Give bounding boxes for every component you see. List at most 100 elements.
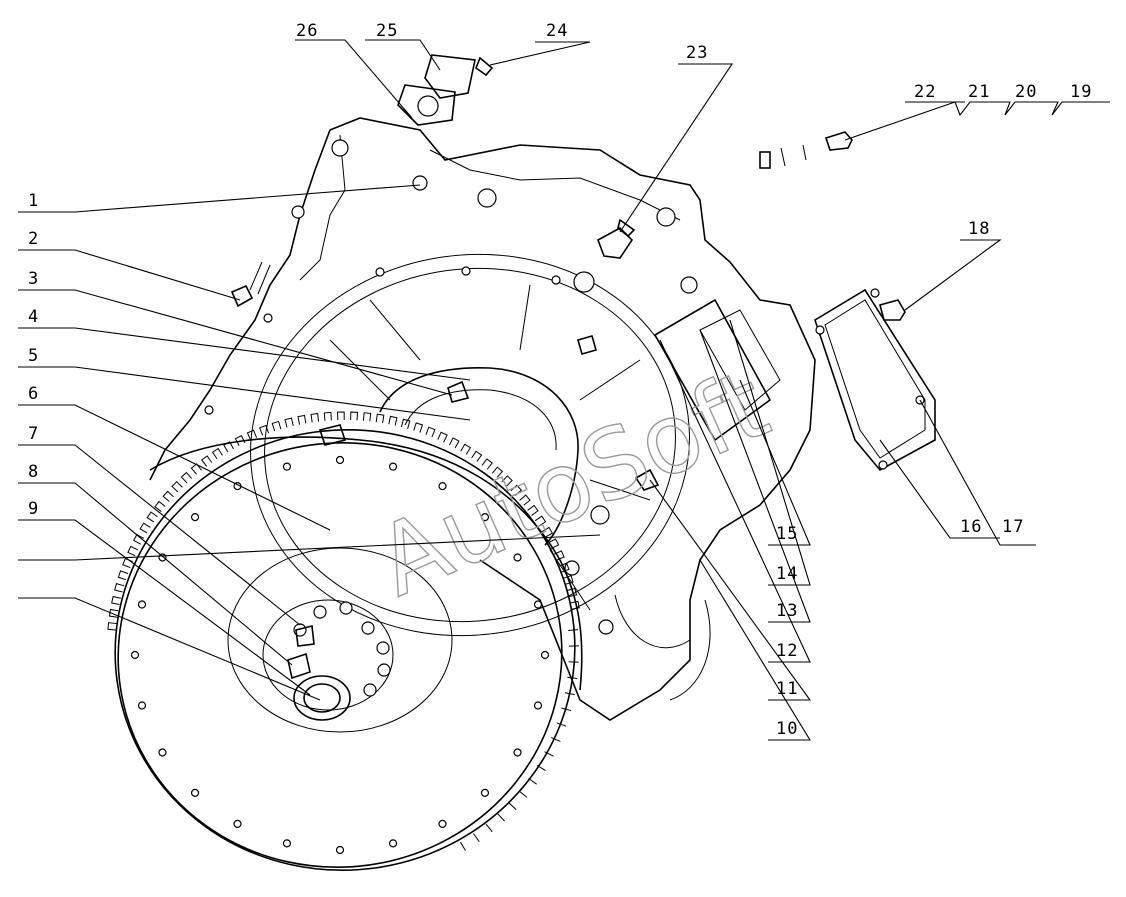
callout-17: 17 bbox=[1002, 517, 1024, 537]
gear-tooth bbox=[223, 441, 234, 453]
gear-tooth bbox=[284, 417, 294, 428]
gear-tooth bbox=[541, 526, 554, 538]
gear-tooth bbox=[337, 411, 345, 421]
gear-tooth bbox=[146, 511, 158, 523]
gear-tooth bbox=[534, 515, 547, 527]
callout-23: 23 bbox=[686, 43, 708, 63]
rim-hole bbox=[137, 701, 147, 710]
gear-tooth bbox=[556, 722, 567, 727]
gear-tooth bbox=[180, 471, 193, 484]
callout-6: 6 bbox=[28, 384, 39, 404]
callout-5: 5 bbox=[28, 346, 39, 366]
rim-hole bbox=[533, 600, 543, 609]
gear-tooth bbox=[485, 823, 493, 833]
rim-hole bbox=[137, 600, 147, 609]
gear-tooth bbox=[510, 484, 523, 496]
gear-tooth bbox=[561, 707, 572, 712]
callout-2: 2 bbox=[28, 229, 39, 249]
fasteners bbox=[230, 54, 906, 491]
rim-hole bbox=[438, 819, 447, 828]
rim-hole bbox=[480, 513, 490, 522]
rim-hole bbox=[533, 701, 543, 710]
callout-4: 4 bbox=[28, 307, 39, 327]
rim-hole bbox=[335, 455, 345, 465]
gear-tooth bbox=[297, 414, 307, 425]
gear-tooth bbox=[568, 661, 579, 663]
gear-tooth bbox=[246, 429, 258, 441]
gear-tooth bbox=[481, 458, 493, 470]
gear-tooth bbox=[323, 411, 332, 421]
rim-hole bbox=[540, 650, 550, 660]
gear-tooth bbox=[550, 737, 561, 742]
gear-tooth bbox=[563, 575, 574, 585]
gear-tooth bbox=[375, 413, 385, 424]
gear-tooth bbox=[519, 494, 531, 506]
rim-hole bbox=[438, 482, 447, 491]
callout-21: 21 bbox=[968, 82, 990, 102]
callout-12: 12 bbox=[776, 641, 798, 661]
gear-tooth bbox=[127, 545, 139, 557]
rim-hole bbox=[513, 748, 522, 757]
gear-tooth bbox=[362, 412, 372, 422]
callout-1: 1 bbox=[28, 191, 39, 211]
flywheel bbox=[114, 429, 583, 871]
rim-hole bbox=[130, 650, 140, 660]
callout-18: 18 bbox=[968, 219, 990, 239]
rim-hole bbox=[480, 788, 490, 797]
flywheel-housing bbox=[149, 117, 816, 721]
gear-tooth bbox=[107, 622, 117, 631]
gear-tooth bbox=[528, 778, 537, 785]
callout-7: 7 bbox=[28, 424, 39, 444]
rim-hole bbox=[158, 553, 167, 562]
callout-8: 8 bbox=[28, 462, 39, 482]
gear-tooth bbox=[508, 802, 517, 810]
gear-tooth bbox=[400, 418, 411, 429]
rim-hole bbox=[335, 845, 345, 855]
seal-cover-plate bbox=[653, 288, 936, 472]
gear-tooth bbox=[553, 550, 565, 561]
pilot-bearing bbox=[287, 625, 351, 721]
rim-hole bbox=[388, 839, 398, 848]
gear-tooth bbox=[201, 455, 213, 467]
gear-tooth bbox=[114, 582, 125, 593]
rim-hole bbox=[233, 819, 242, 828]
gear-tooth bbox=[548, 538, 560, 549]
callout-11: 11 bbox=[776, 679, 798, 699]
gear-tooth bbox=[518, 790, 528, 798]
rim-hole bbox=[158, 748, 167, 757]
gear-tooth bbox=[171, 480, 183, 493]
gear-tooth bbox=[564, 692, 575, 696]
gear-tooth bbox=[460, 443, 472, 455]
gear-tooth bbox=[501, 475, 513, 487]
gear-tooth bbox=[259, 424, 270, 436]
gear-tooth bbox=[527, 504, 539, 516]
gear-tooth bbox=[154, 500, 166, 512]
gear-tooth bbox=[459, 841, 466, 851]
leader-lines bbox=[18, 39, 1110, 741]
callout-20: 20 bbox=[1015, 82, 1037, 102]
gear-tooth bbox=[425, 426, 436, 438]
gear-tooth bbox=[388, 415, 398, 426]
gear-tooth bbox=[536, 764, 546, 771]
gear-tooth bbox=[437, 431, 448, 443]
callout-22: 22 bbox=[914, 82, 936, 102]
rim-hole bbox=[388, 462, 398, 471]
gear-tooth bbox=[497, 813, 505, 822]
housing-bolt-holes bbox=[204, 139, 698, 635]
callout-15: 15 bbox=[776, 524, 798, 544]
rim-hole bbox=[513, 553, 522, 562]
rim-hole bbox=[282, 839, 292, 848]
callout-26: 26 bbox=[296, 21, 318, 41]
callout-labels: 1 2 3 4 5 6 7 8 9 10 11 12 13 14 15 16 1… bbox=[28, 21, 1092, 739]
flywheel-rim-holes bbox=[130, 455, 550, 855]
gear-tooth bbox=[133, 533, 145, 545]
callout-14: 14 bbox=[776, 564, 798, 584]
gear-tooth bbox=[234, 435, 246, 447]
gear-tooth bbox=[413, 422, 424, 433]
gear-tooth bbox=[117, 570, 129, 581]
callout-19: 19 bbox=[1070, 82, 1092, 102]
gear-tooth bbox=[139, 522, 151, 534]
rim-hole bbox=[282, 462, 292, 471]
gear-tooth bbox=[471, 450, 483, 462]
gear-tooth bbox=[448, 437, 460, 449]
